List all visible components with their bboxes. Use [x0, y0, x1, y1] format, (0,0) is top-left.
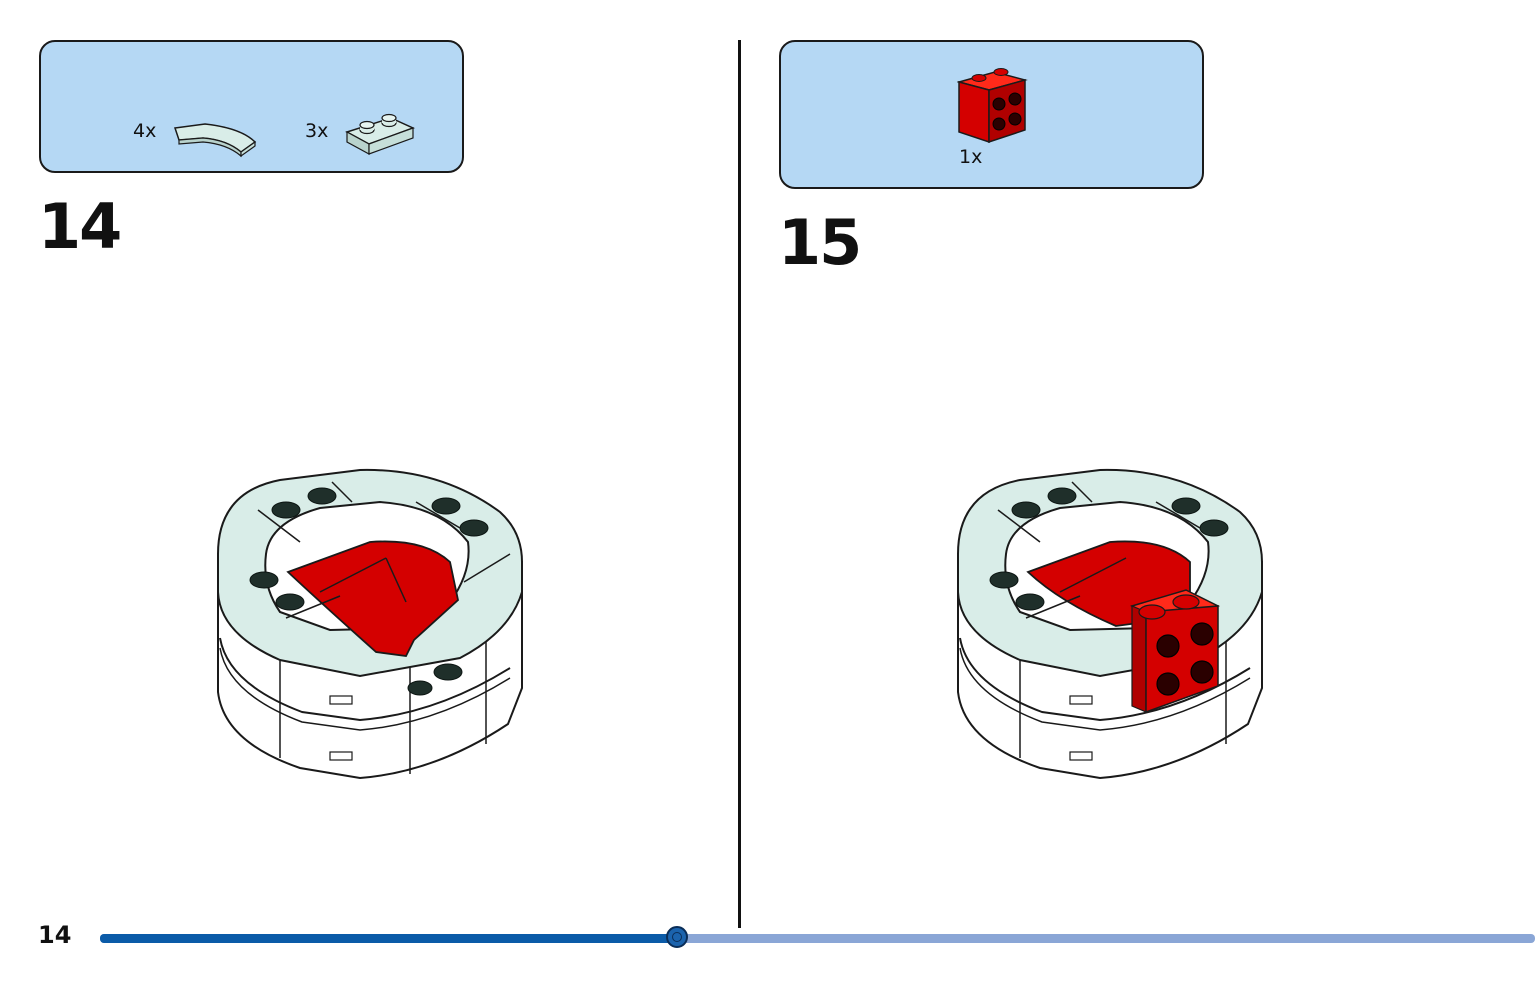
part-quantity: 1x: [959, 146, 983, 168]
step-14-panel: 4x 3x 14: [0, 0, 740, 930]
part-quantity: 3x: [305, 120, 329, 142]
progress-knob[interactable]: [666, 926, 688, 948]
step-15-panel: 1x 15: [742, 0, 1535, 930]
parts-callout-box: 1x: [779, 40, 1204, 189]
step-number: 14: [38, 190, 122, 263]
progress-fill: [100, 934, 677, 943]
curved-tile-icon: [174, 123, 257, 158]
round-base-with-red-brick-icon: [957, 468, 1263, 780]
part-quantity: 4x: [133, 120, 157, 142]
plate-1x2-icon: [345, 113, 415, 156]
page-number: 14: [38, 921, 72, 949]
red-brick-studs-icon: [957, 68, 1028, 144]
progress-track: [100, 934, 1535, 943]
step-number: 15: [778, 206, 862, 279]
parts-callout-box: 4x 3x: [39, 40, 464, 173]
step-divider: [738, 40, 741, 928]
round-base-build-icon: [217, 468, 523, 780]
